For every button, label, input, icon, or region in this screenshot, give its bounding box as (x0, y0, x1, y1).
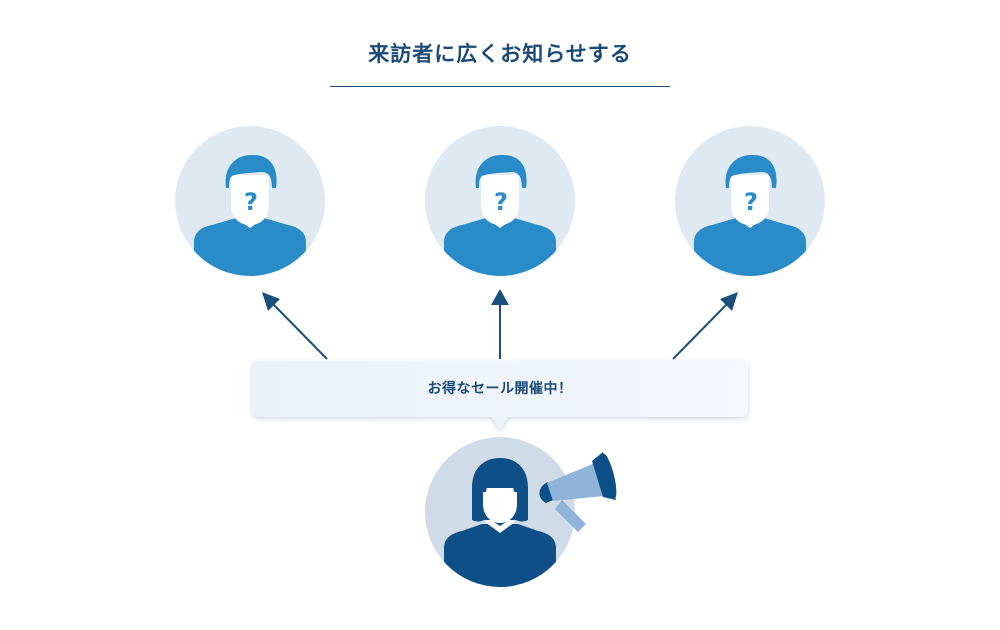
speech-bubble (252, 361, 748, 430)
arrow-to-visitor-3 (672, 292, 738, 360)
title-underline (330, 86, 670, 87)
page-title: 来訪者に広くお知らせする (368, 42, 632, 66)
visitor-avatar-1 (175, 126, 325, 276)
arrow-to-visitor-2 (491, 289, 509, 359)
visitor-avatar-3 (675, 126, 825, 276)
speech-bubble-text: お得なセール開催中！ (427, 381, 573, 397)
megaphone-icon (539, 452, 617, 532)
woman-person-icon (444, 458, 556, 587)
visitor-avatar-2 (425, 126, 575, 276)
announcer-avatar (425, 437, 575, 587)
arrow-to-visitor-1 (262, 292, 328, 360)
